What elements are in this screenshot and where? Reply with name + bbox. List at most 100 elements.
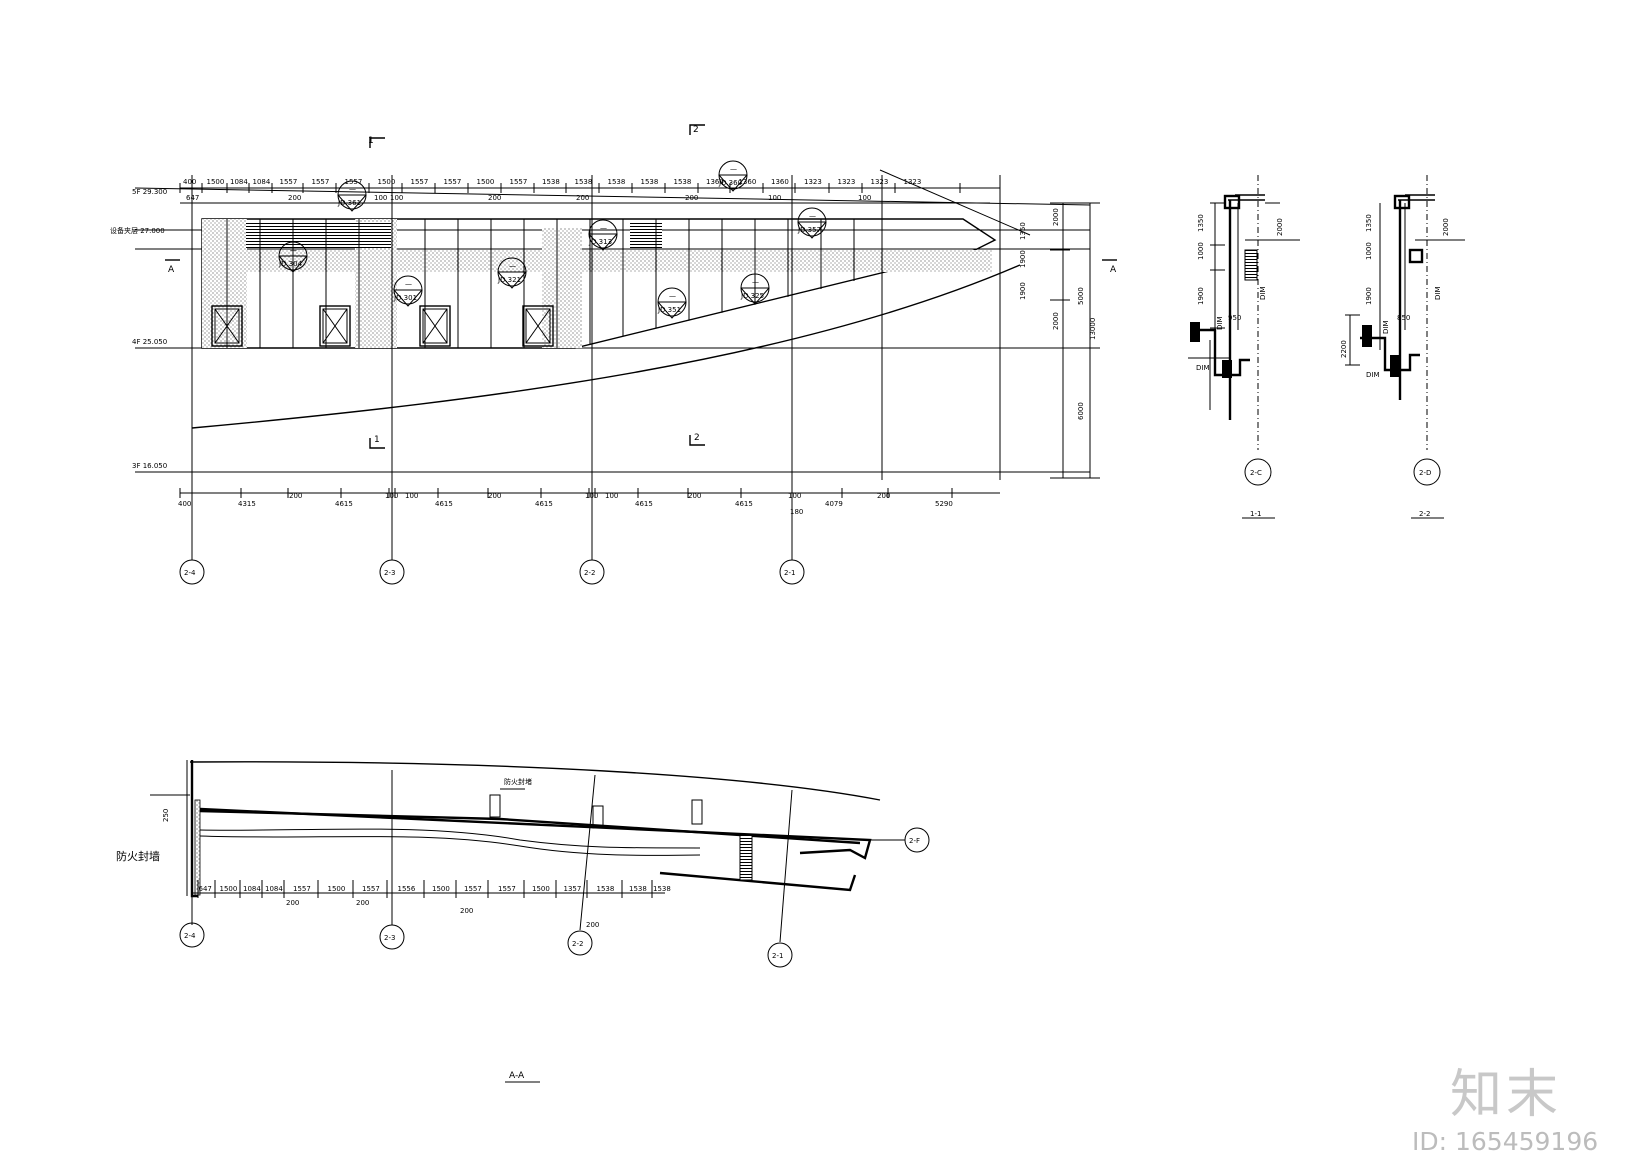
plan-dim-label: 1084: [243, 885, 261, 893]
second-row-dim-label: 100: [768, 194, 781, 202]
top-dim-label: 1084: [230, 178, 248, 186]
top-dim-label: 1323: [871, 178, 889, 186]
top-dim-label: 1557: [444, 178, 462, 186]
bottom-dim-label: 100: [788, 492, 801, 500]
top-dim-label: 1323: [904, 178, 922, 186]
callout-JD.325: — JD.325: [740, 273, 770, 305]
bottom-dim-label: 100: [585, 492, 598, 500]
second-row-dim-label: 200: [488, 194, 501, 202]
bottom-dim-label: 5290: [935, 500, 953, 508]
axis-bubble-2-4: 2-4: [179, 559, 205, 585]
plan-title: A-A: [509, 1071, 525, 1081]
svg-text:JD.301: JD.301: [393, 294, 417, 302]
s2-dim-2000: 2000: [1442, 218, 1450, 236]
top-dim-label: 1360: [706, 178, 724, 186]
plan-label-note: 防火封堵: [504, 777, 532, 786]
s1-dim-word-3: DIM: [1259, 287, 1267, 301]
door-unit: [319, 305, 351, 347]
top-dim-label: 1360: [771, 178, 789, 186]
svg-text:—: —: [349, 185, 356, 193]
top-dim-label: 1538: [674, 178, 692, 186]
bottom-dim-label: 4615: [635, 500, 653, 508]
plan-sub-dim-label: 200: [586, 921, 599, 929]
svg-text:JD.321: JD.321: [497, 276, 521, 284]
section-mark-1-top: 1: [368, 136, 374, 146]
second-row-dim-label: 200: [288, 194, 301, 202]
right-dim-label: 2000: [1052, 208, 1060, 226]
svg-text:—: —: [730, 165, 737, 173]
section-mark-a-right: A: [1110, 265, 1117, 275]
plan-axis-2-3: 2-3: [384, 934, 395, 942]
callout-JD.304: —JD.304: [278, 241, 308, 273]
callout-JD.321: —JD.321: [497, 257, 527, 289]
s1-dim-1900: 1900: [1197, 287, 1205, 305]
second-row-dim-label: 100: [858, 194, 871, 202]
svg-text:—: —: [809, 212, 816, 220]
callout-JD.357: —JD.357: [797, 207, 827, 239]
svg-text:2-3: 2-3: [384, 569, 395, 577]
svg-text:JD.313: JD.313: [588, 238, 612, 246]
plan-dim-label: 1500: [220, 885, 238, 893]
level-label-3f: 3F 16.050: [132, 462, 167, 470]
svg-text:—: —: [669, 292, 676, 300]
bottom-dim-label: 200: [289, 492, 302, 500]
plan-dim-label: 647: [199, 885, 212, 893]
callout-JD.313: — JD.313: [588, 219, 618, 251]
level-label-4f: 4F 25.050: [132, 338, 167, 346]
plan-a-a-drawing: [150, 760, 930, 1083]
axis-bubble-2-3: 2-3: [379, 559, 405, 585]
plan-axis-2-2: 2-2: [572, 940, 583, 948]
second-row-dim-label: 100: [374, 194, 387, 202]
svg-text:—: —: [600, 224, 607, 232]
top-dim-label: 400: [183, 178, 196, 186]
right-dim-label: 6000: [1077, 402, 1085, 420]
bottom-dim-label: 4615: [335, 500, 353, 508]
second-row-dim-label: 647: [186, 194, 199, 202]
svg-text:2-2: 2-2: [584, 569, 595, 577]
top-dim-label: 1323: [838, 178, 856, 186]
top-dim-label: 1557: [510, 178, 528, 186]
axis-bubble-2-2: 2-2: [579, 559, 605, 585]
plan-dim-250: 250: [162, 809, 170, 822]
callout-JD.301: —JD.301: [393, 275, 423, 307]
s1-dim-950: 950: [1228, 314, 1241, 322]
plan-dim-label: 1557: [293, 885, 311, 893]
second-row-dim-label: 100: [390, 194, 403, 202]
plan-dim-label: 1557: [362, 885, 380, 893]
svg-text:—: —: [752, 278, 759, 286]
plan-label-firewall: 防火封墙: [116, 849, 160, 863]
plan-dim-label: 1357: [564, 885, 582, 893]
s2-dim-1350: 1350: [1365, 214, 1373, 232]
top-dim-label: 1500: [378, 178, 396, 186]
plan-dim-label: 1557: [498, 885, 516, 893]
section-1-1-drawing: [1188, 175, 1300, 519]
section-mark-2-bottom: 2: [694, 433, 700, 443]
section-mark-1-bottom: 1: [374, 435, 380, 445]
s1-dim-1350: 1350: [1197, 214, 1205, 232]
top-dim-label: 1557: [345, 178, 363, 186]
watermark-id: ID: 165459196: [1412, 1127, 1599, 1156]
level-label-mezz: 设备夹层 27.000: [110, 226, 165, 235]
door-unit: [522, 305, 554, 347]
svg-text:JD.325: JD.325: [740, 292, 764, 300]
top-dim-label: 1538: [641, 178, 659, 186]
top-dim-label: 1557: [280, 178, 298, 186]
right-dim-label: 1900: [1019, 250, 1027, 268]
s1-dim-word-2: DIM: [1196, 364, 1210, 372]
right-dim-label: 1350: [1019, 222, 1027, 240]
right-dim-label: 1900: [1019, 282, 1027, 300]
plan-dim-label: 1500: [328, 885, 346, 893]
section-mark-a-left: A: [168, 265, 175, 275]
bottom-dim-label: 200: [877, 492, 890, 500]
plan-dim-label: 1538: [597, 885, 615, 893]
top-dim-label: 1557: [312, 178, 330, 186]
s1-axis-label: 2-C: [1250, 469, 1262, 477]
s1-dim-1000: 1000: [1197, 242, 1205, 260]
plan-dim-label: 1084: [265, 885, 283, 893]
right-dim-label: 5000: [1077, 287, 1085, 305]
bottom-dim-label: 4315: [238, 500, 256, 508]
plan-dim-label: 1538: [629, 885, 647, 893]
plan-axis-2-1: 2-1: [772, 952, 783, 960]
svg-text:JD.360: JD.360: [718, 179, 742, 187]
svg-text:2-4: 2-4: [184, 569, 196, 577]
